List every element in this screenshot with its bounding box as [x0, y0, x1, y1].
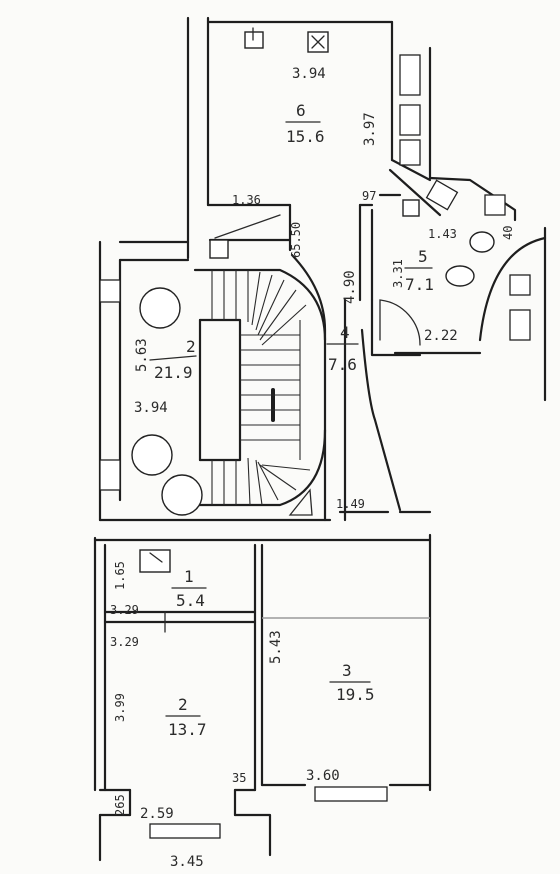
- window-11: [149, 823, 221, 839]
- dim-1-43: 1.43: [428, 227, 457, 241]
- dim-40: 40: [501, 226, 515, 240]
- column-2: [131, 434, 173, 476]
- staircase: [193, 268, 327, 516]
- dim-2-22: 2.22: [424, 328, 458, 344]
- window-10: [314, 786, 388, 802]
- room-6-number: 6: [296, 101, 306, 120]
- room-3-area: 19.5: [336, 685, 375, 704]
- fixture-box: [244, 31, 264, 49]
- dim-3-29-a: 3.29: [110, 603, 139, 617]
- dim-3-97: 3.97: [362, 112, 378, 146]
- room-1-area: 5.4: [176, 591, 205, 610]
- heater-icon: [139, 549, 171, 573]
- window-4: [425, 179, 459, 211]
- room-4-number: 4: [340, 323, 350, 342]
- room-2-area: 13.7: [168, 720, 207, 739]
- window-6: [509, 274, 531, 296]
- dim-1-36: 1.36: [232, 193, 261, 207]
- dim-2-59: 2.59: [140, 806, 174, 822]
- dim-3-45: 3.45: [170, 854, 204, 870]
- dim-1-65: 1.65: [113, 561, 127, 590]
- dim-3-94-top: 3.94: [292, 66, 326, 82]
- room-3-number: 3: [342, 661, 352, 680]
- dim-3-94-mid: 3.94: [134, 400, 168, 416]
- dimension-labels: 3.94 3.97 1.36 65.50 97 1.43 40 4.90 3.3…: [110, 66, 515, 870]
- dim-3-99: 3.99: [113, 693, 127, 722]
- fixtures: [139, 27, 495, 633]
- dim-3-60: 3.60: [306, 768, 340, 784]
- dim-4-90: 4.90: [342, 270, 358, 304]
- dim-5-43: 5.43: [268, 630, 284, 664]
- sink-icon: [402, 199, 420, 217]
- column-3: [161, 474, 203, 516]
- window-1: [399, 54, 421, 96]
- window-2: [399, 104, 421, 136]
- door-swing: [379, 299, 421, 346]
- dim-265: 265: [113, 794, 127, 816]
- dim-65-50: 65.50: [289, 222, 303, 258]
- door-leaf: [214, 214, 281, 239]
- dim-5-63: 5.63: [134, 338, 150, 372]
- window-3: [399, 139, 421, 166]
- dim-3-31: 3.31: [391, 259, 405, 288]
- column-1: [139, 287, 181, 329]
- room-stair-number: 2: [186, 337, 196, 356]
- columns: [131, 287, 203, 516]
- room-labels: 6 15.6 5 7.1 4 7.6 2 21.9 1 5.4 2 13.7 3…: [149, 101, 434, 739]
- windows: [99, 54, 531, 839]
- toilet-icon: [469, 231, 495, 253]
- dim-35: 35: [232, 771, 246, 785]
- dim-1-49: 1.49: [336, 497, 365, 511]
- room-5-number: 5: [418, 247, 428, 266]
- room-6-area: 15.6: [286, 127, 325, 146]
- window-5: [484, 194, 506, 216]
- room-5-area: 7.1: [405, 275, 434, 294]
- room-1-number: 1: [184, 567, 194, 586]
- window-7: [509, 309, 531, 341]
- window-9: [99, 459, 121, 491]
- washbasin-icon: [445, 265, 475, 287]
- dim-97: 97: [362, 189, 376, 203]
- window-8: [99, 279, 121, 303]
- dim-3-29-b: 3.29: [110, 635, 139, 649]
- room-4-area: 7.6: [328, 355, 357, 374]
- room-2-number: 2: [178, 695, 188, 714]
- room-stair-area: 21.9: [154, 363, 193, 382]
